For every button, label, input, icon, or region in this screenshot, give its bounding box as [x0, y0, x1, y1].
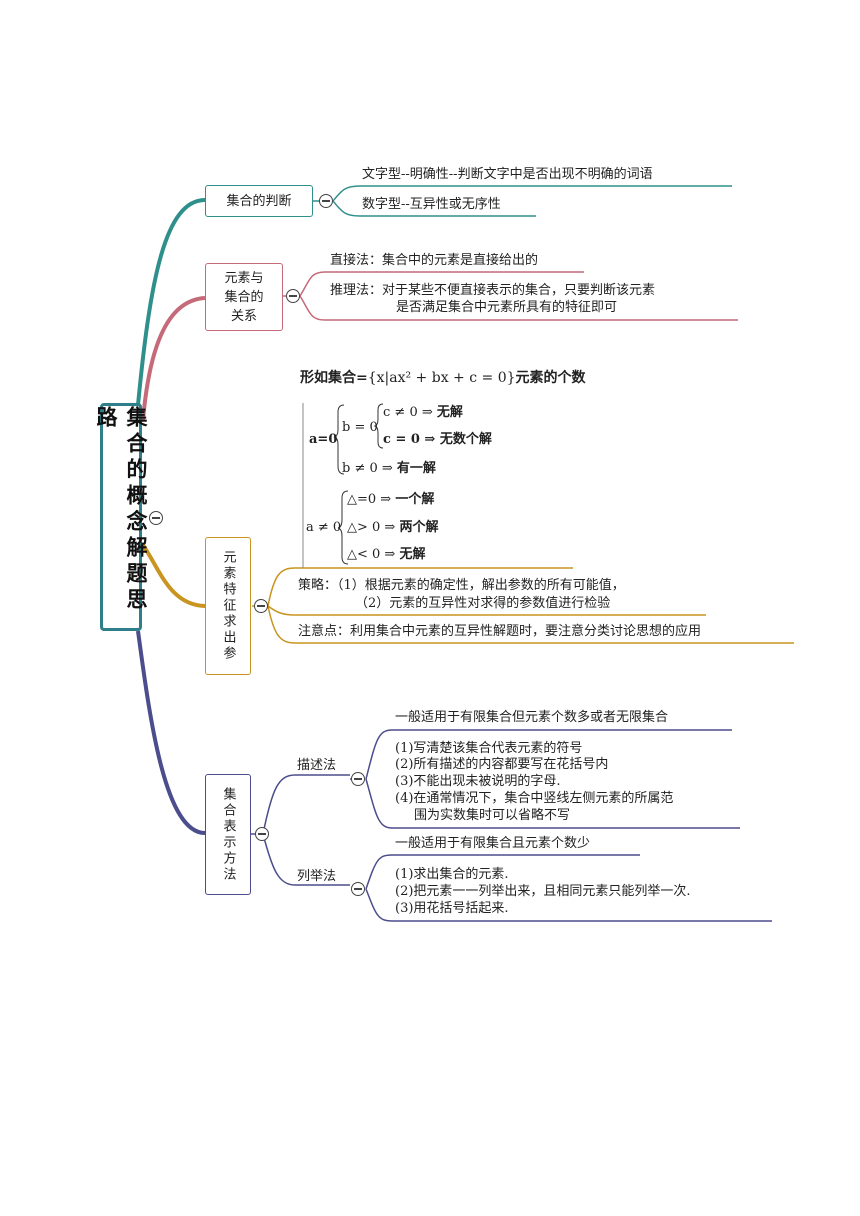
branch-element-set-relation-collapse-icon[interactable] — [286, 289, 300, 303]
root-title: 集合的概念解题思路 — [94, 406, 148, 614]
connector-b4-enumerate — [262, 833, 350, 886]
branch-element-parameter-collapse-icon[interactable] — [254, 599, 268, 613]
b4-enumerate-step: (3)用花括号括起来. — [395, 901, 509, 916]
connector-branch-3 — [141, 543, 206, 608]
b4-describe-step: (3)不能出现未被说明的字母. — [395, 774, 561, 789]
root-topic[interactable]: 集合的概念解题思路 — [94, 403, 148, 631]
b4-describe-step: (1)写清楚该集合代表元素的符号 — [395, 741, 583, 756]
connector-b2-infer — [299, 295, 738, 321]
b4-enumerate-step: (1)求出集合的元素. — [395, 867, 509, 882]
formula-delta-gt-expr: △> 0 ⇒ — [347, 520, 400, 535]
connector-b1-item1 — [332, 185, 732, 202]
root-collapse-icon[interactable] — [149, 511, 163, 525]
formula-a-ne-zero: a ≠ 0 — [306, 520, 342, 535]
formula-c-ne-zero-expr: c ≠ 0 ⇒ — [383, 405, 437, 420]
connector-b3-formula — [267, 567, 573, 607]
formula-delta-eq-result: 一个解 — [395, 492, 435, 507]
branch-element-parameter-title: 元素特征求出参 — [220, 550, 236, 662]
formula-delta-lt-expr: △< 0 ⇒ — [347, 547, 400, 562]
b4-enumerate-label: 列举法 — [297, 869, 337, 884]
branch-set-judgment-title: 集合的判断 — [226, 193, 292, 209]
formula-delta-eq-expr: △=0 ⇒ — [347, 492, 396, 507]
branch-set-judgment-collapse-icon[interactable] — [319, 194, 333, 208]
formula-b-ne-zero-expr: b ≠ 0 ⇒ — [342, 461, 397, 476]
b4-describe-collapse-icon[interactable] — [351, 772, 365, 786]
b1-item-number-type: 数字型--互异性或无序性 — [362, 197, 501, 212]
b2-infer-method-line1: 推理法：对于某些不便直接表示的集合，只要判断该元素 — [330, 283, 656, 298]
b4-enumerate-collapse-icon[interactable] — [351, 882, 365, 896]
formula-b-ne-zero-result: 有一解 — [396, 461, 436, 476]
formula-heading-post: 元素的个数 — [515, 370, 586, 386]
b3-note: 注意点：利用集合中元素的互异性解题时，要注意分类讨论思想的应用 — [298, 624, 702, 639]
b3-strategy-line1: 策略：（1）根据元素的确定性，解出参数的所有可能值， — [298, 578, 625, 593]
formula-delta-lt-result: 无解 — [399, 547, 426, 562]
b3-strategy-line2: （2）元素的互异性对求得的参数值进行检验 — [355, 596, 611, 611]
formula-delta-gt-result: 两个解 — [399, 520, 439, 535]
formula-c-eq-zero: c = 0 ⇒ 无数个解 — [383, 431, 492, 449]
branch-set-representation[interactable]: 集合表示方法 — [205, 774, 251, 895]
connector-b1-item2 — [332, 200, 536, 217]
branch-set-representation-title: 集合表示方法 — [220, 786, 236, 883]
formula-delta-eq: △=0 ⇒ 一个解 — [347, 491, 434, 509]
formula-b-zero: b = 0 — [342, 420, 378, 435]
b2-direct-method: 直接法：集合中的元素是直接给出的 — [330, 253, 539, 268]
formula-set-expr: {x|ax² + bx + c = 0} — [367, 370, 516, 386]
connector-b4-describe — [262, 774, 350, 835]
formula-c-eq-zero-result: 无数个解 — [439, 432, 492, 447]
formula-delta-lt: △< 0 ⇒ 无解 — [347, 546, 425, 564]
connector-branch-4 — [136, 630, 206, 835]
formula-heading-pre: 形如集合= — [300, 370, 368, 386]
branch-set-judgment[interactable]: 集合的判断 — [205, 185, 313, 217]
formula-c-ne-zero: c ≠ 0 ⇒ 无解 — [383, 404, 463, 422]
b4-describe-step: 围为实数集时可以省略不写 — [414, 808, 571, 823]
b1-item-text-type: 文字型--明确性--判断文字中是否出现不明确的词语 — [362, 167, 653, 182]
b4-describe-summary: 一般适用于有限集合但元素个数多或者无限集合 — [395, 710, 669, 725]
b4-enumerate-summary: 一般适用于有限集合且元素个数少 — [395, 836, 591, 851]
branch-element-set-relation-title: 元素与集合的关系 — [224, 270, 264, 324]
b4-describe-step: (4)在通常情况下，集合中竖线左侧元素的所属范 — [395, 791, 674, 806]
formula-c-ne-zero-result: 无解 — [436, 405, 463, 420]
branch-element-parameter[interactable]: 元素特征求出参 — [205, 537, 251, 675]
connector-b2-direct — [299, 271, 584, 297]
formula-a-zero: a=0 — [309, 432, 338, 447]
formula-b-ne-zero: b ≠ 0 ⇒ 有一解 — [342, 460, 436, 478]
formula-c-eq-zero-expr: c = 0 ⇒ — [383, 432, 440, 447]
connector-branch-1 — [136, 198, 206, 406]
formula-delta-gt: △> 0 ⇒ 两个解 — [347, 519, 438, 537]
b4-describe-label: 描述法 — [297, 758, 337, 773]
b4-enumerate-step: (2)把元素一一列举出来，且相同元素只能列举一次. — [395, 884, 691, 899]
connector-b3-note — [267, 605, 794, 644]
formula-heading: 形如集合={x|ax² + bx + c = 0}元素的个数 — [300, 369, 586, 387]
connector-b3-strategy — [267, 605, 706, 616]
b2-infer-method-line2: 是否满足集合中元素所具有的特征即可 — [396, 300, 618, 315]
connector-branch-2 — [141, 296, 206, 421]
branch-element-set-relation[interactable]: 元素与集合的关系 — [205, 263, 283, 331]
b4-describe-step: (2)所有描述的内容都要写在花括号内 — [395, 757, 609, 772]
branch-set-representation-collapse-icon[interactable] — [255, 827, 269, 841]
